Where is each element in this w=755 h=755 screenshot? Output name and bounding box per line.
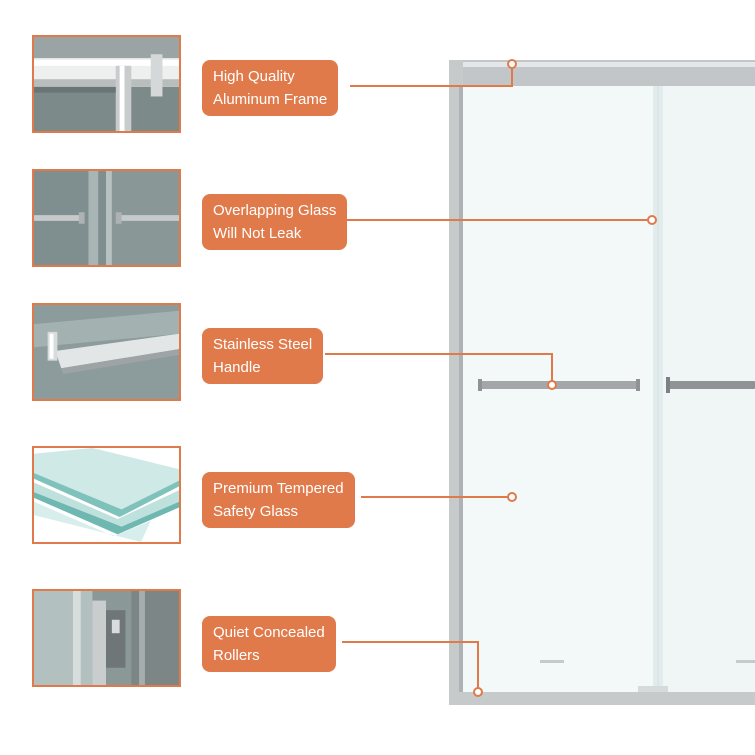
feature-label-line2: Aluminum Frame: [213, 91, 328, 108]
feature-label-line2: Rollers: [213, 647, 260, 664]
left-frame-jamb-inner: [459, 86, 463, 696]
bottom-guide-left: [540, 660, 564, 663]
concealed-rollers-photo: [32, 589, 181, 687]
feature-label-line2: Handle: [213, 359, 261, 376]
feature-label-line2: Will Not Leak: [213, 225, 302, 242]
feature-label-line1: Stainless Steel: [213, 336, 313, 353]
right-towel-bar-handle: [666, 381, 755, 389]
feature-label-rollers: Quiet Concealed Rollers: [202, 616, 336, 672]
tempered-glass-photo: [32, 446, 181, 544]
feature-label-frame: High Quality Aluminum Frame: [202, 60, 339, 116]
bottom-frame-track: [449, 692, 755, 705]
feature-label-line1: High Quality: [213, 68, 295, 85]
feature-label-line1: Premium Tempered: [213, 480, 344, 497]
frame-closeup-photo: [32, 35, 181, 133]
feature-label-line1: Quiet Concealed: [213, 624, 325, 641]
feature-label-line2: Safety Glass: [213, 503, 299, 520]
bottom-guide-right: [736, 660, 755, 663]
overlapping-glass-photo: [32, 169, 181, 267]
feature-label-overlap: Overlapping Glass Will Not Leak: [202, 194, 348, 250]
stainless-handle-photo: [32, 303, 181, 401]
feature-label-glass: Premium Tempered Safety Glass: [202, 472, 355, 528]
feature-label-line1: Overlapping Glass: [213, 202, 337, 219]
top-frame-rail-highlight: [449, 62, 755, 67]
left-towel-bar-handle: [478, 381, 640, 389]
feature-label-handle: Stainless Steel Handle: [202, 328, 324, 384]
